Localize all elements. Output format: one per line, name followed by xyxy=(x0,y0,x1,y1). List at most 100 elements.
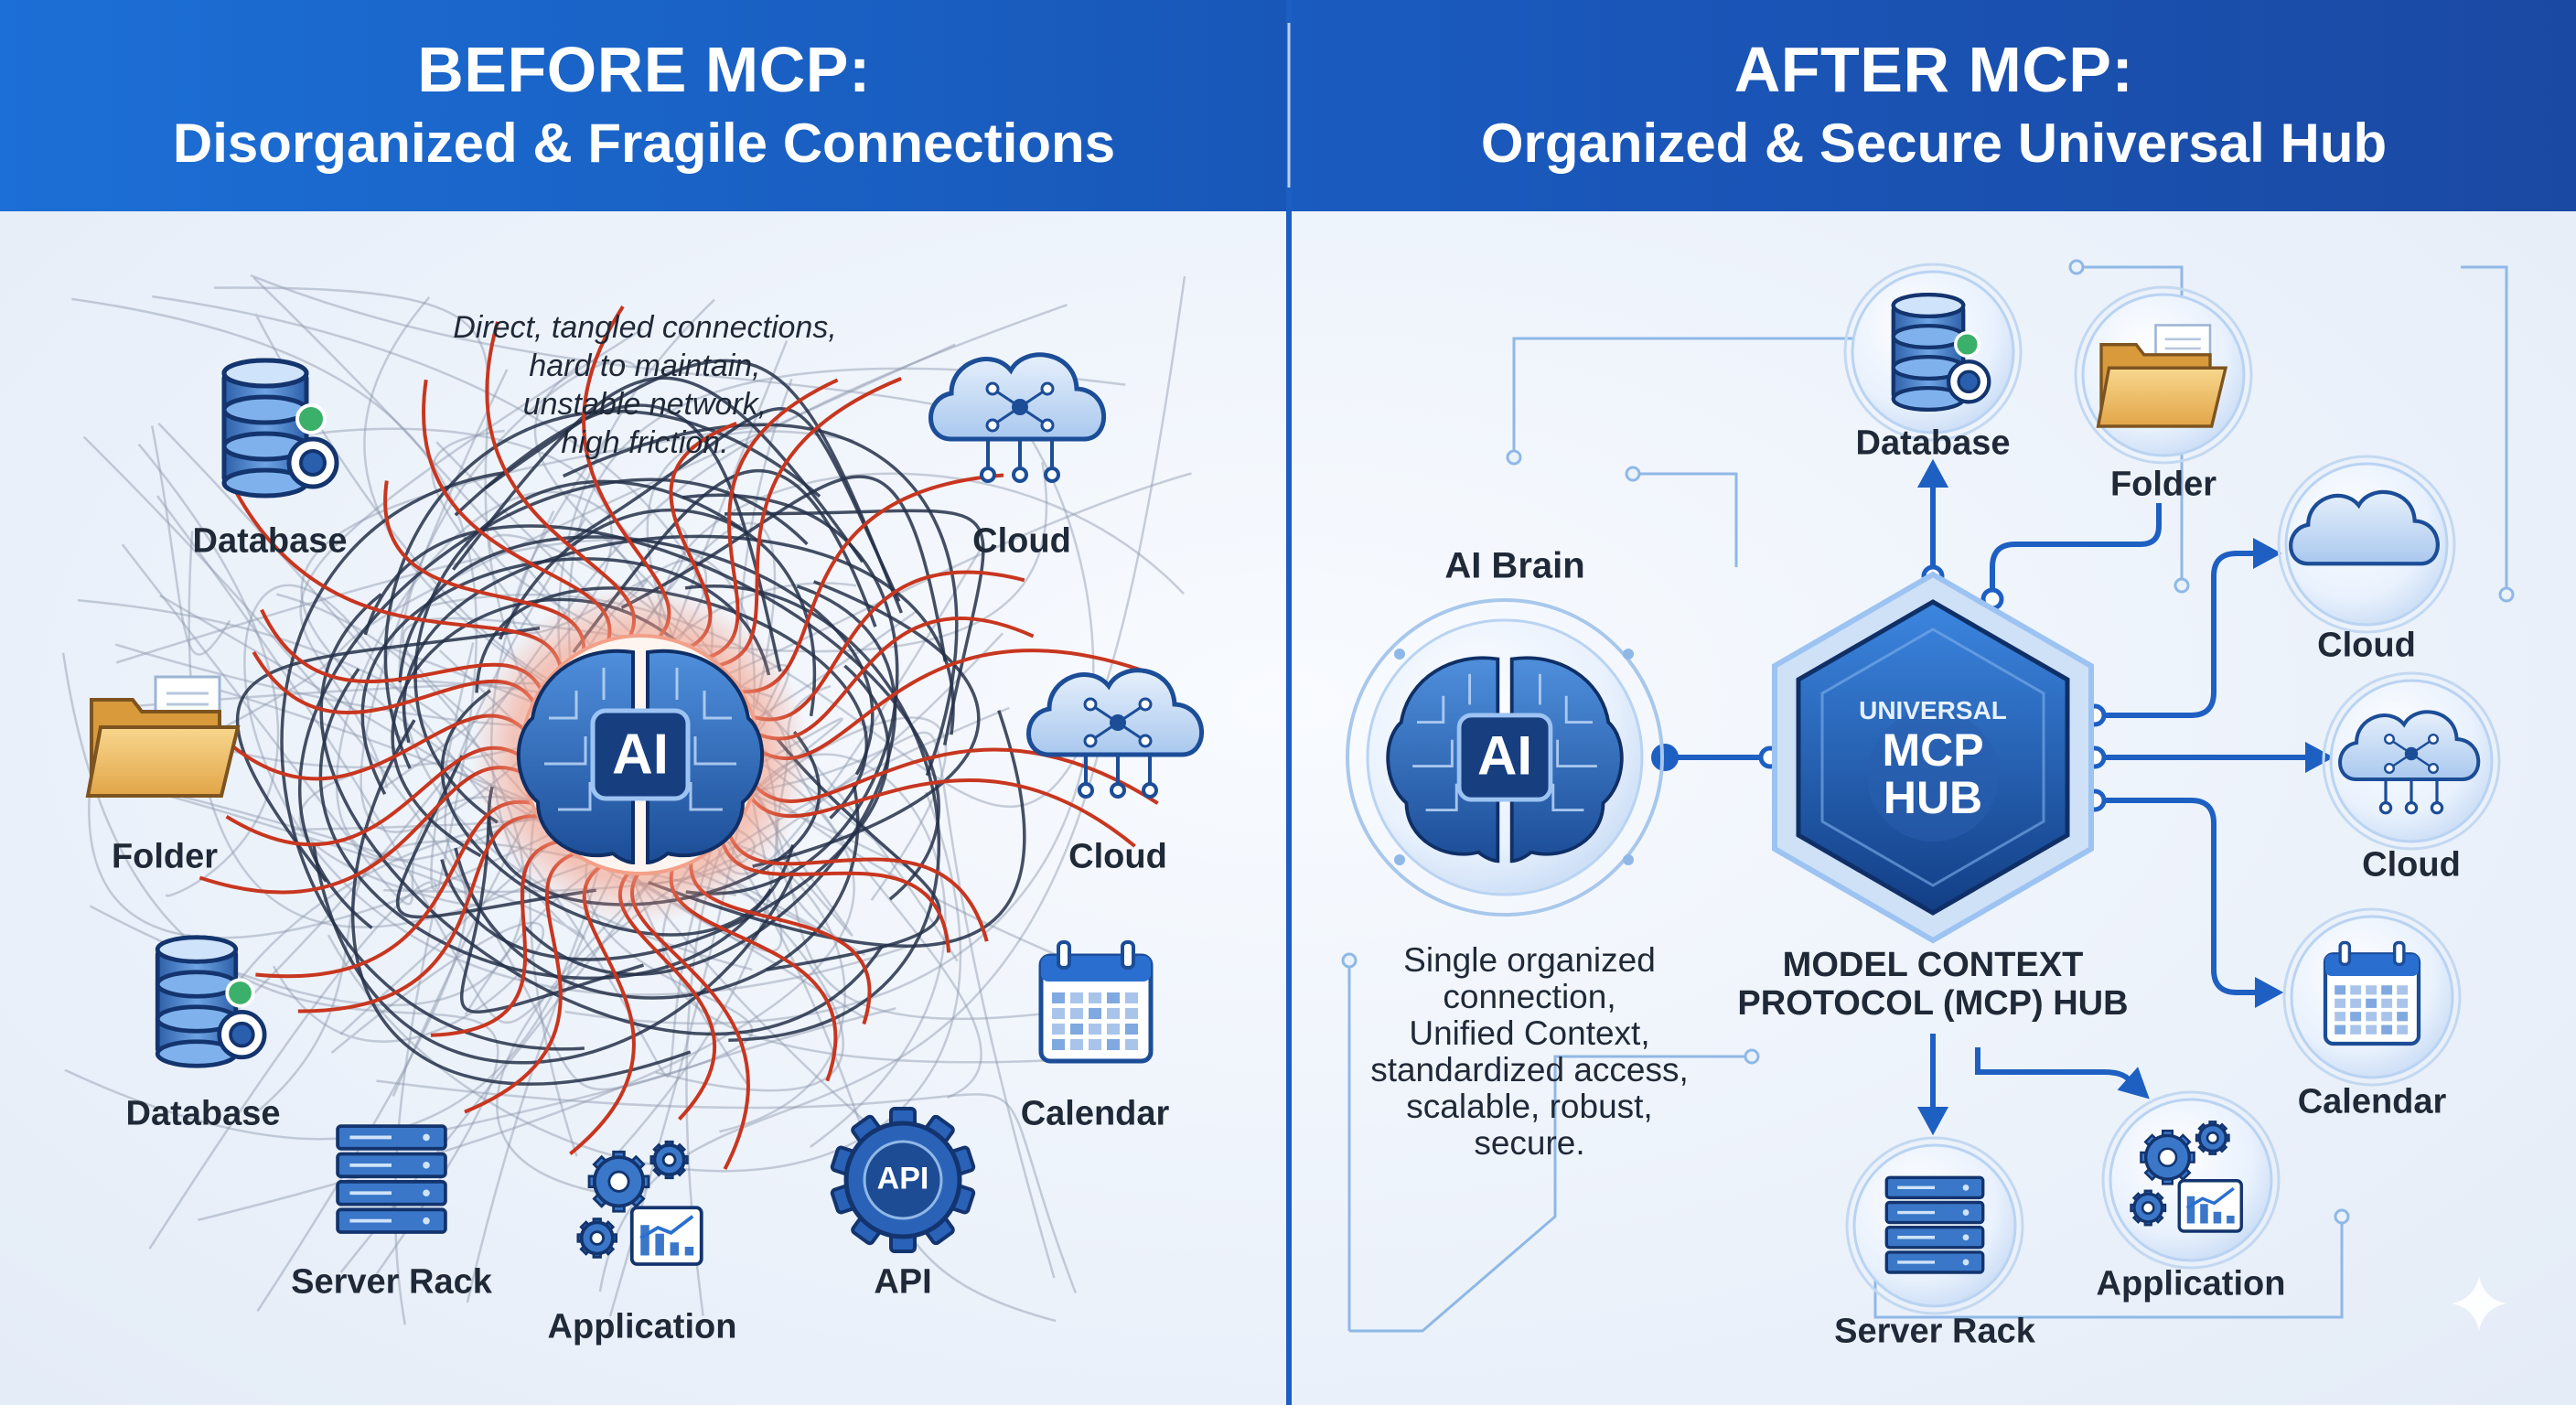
tangle-loop xyxy=(724,509,985,745)
faint-strand xyxy=(165,772,481,906)
right-header: AFTER MCP: Organized & Secure Universal … xyxy=(1292,0,2576,211)
faint-strand xyxy=(376,1079,1078,1294)
right-cloud-top-label: Cloud xyxy=(2317,626,2416,665)
hub-connectors xyxy=(1651,458,2334,1136)
tangle-loop xyxy=(298,477,809,929)
left-api-label: API xyxy=(874,1262,932,1302)
right-header-bar xyxy=(1292,0,2576,211)
faint-strand xyxy=(150,425,231,656)
left-server-rack-label: Server Rack xyxy=(291,1262,492,1302)
right-subtitle: Organized & Secure Universal Hub xyxy=(1480,112,2388,174)
tangle-loop xyxy=(752,580,981,868)
faint-strand xyxy=(148,642,475,1249)
left-cloud-mid-label: Cloud xyxy=(1068,837,1167,876)
tangle-loop xyxy=(454,403,782,672)
mcp-hub-hexagon xyxy=(1772,571,2094,944)
faint-strand xyxy=(205,304,1068,1042)
hub-text: UNIVERSAL MCP HUB xyxy=(1859,696,2007,823)
right-server-rack-icon xyxy=(1884,1175,1985,1274)
ai-brain-icon xyxy=(516,649,765,865)
tangle-loop xyxy=(565,407,901,603)
left-cloud-mid-icon xyxy=(1026,668,1204,799)
right-cloud-mid-bubble-ring xyxy=(2322,671,2501,851)
tangle-loop xyxy=(280,470,585,1051)
tangle-loop xyxy=(383,409,821,769)
circuit-lines xyxy=(1341,259,2515,1333)
tangle-loop xyxy=(351,719,692,1086)
left-api-icon xyxy=(830,1107,976,1253)
left-folder-label: Folder xyxy=(111,837,219,876)
tangle-loop xyxy=(319,593,884,1036)
tangle-loop xyxy=(684,585,941,1042)
tangle-loop xyxy=(360,557,771,795)
left-database-top-label: Database xyxy=(192,521,348,561)
tangle-loop xyxy=(460,811,644,1014)
right-ai-core-label: AI xyxy=(1477,724,1532,787)
right-server-rack-label: Server Rack xyxy=(1834,1312,2035,1351)
right-folder-label: Folder xyxy=(2109,465,2217,504)
hub-caption: MODEL CONTEXT PROTOCOL (MCP) HUB xyxy=(1737,946,2129,1023)
left-database-bottom-label: Database xyxy=(125,1094,281,1133)
right-calendar-bubble-ring xyxy=(2282,907,2462,1087)
tangle-loop xyxy=(312,843,794,1065)
right-cloud-top-icon xyxy=(2289,489,2440,566)
ai-brain-title: AI Brain xyxy=(1444,545,1585,586)
right-ai-brain-icon xyxy=(1386,656,1624,863)
tangle-loop xyxy=(498,509,817,717)
tangle-loop xyxy=(398,535,875,776)
left-database-bottom-icon xyxy=(155,935,267,1068)
tangle-loop xyxy=(413,479,744,824)
right-folder-bubble-ring xyxy=(2074,285,2253,465)
left-server-rack-icon xyxy=(336,1124,447,1234)
tangle-loop xyxy=(235,626,541,883)
left-subtitle: Disorganized & Fragile Connections xyxy=(172,112,1116,174)
tangle-loop xyxy=(440,664,890,961)
right-description: Single organized connection, Unified Con… xyxy=(1370,941,1689,1162)
center-divider xyxy=(1286,0,1292,1405)
tangle-loop xyxy=(318,668,773,981)
right-cloud-top-bubble-ring xyxy=(2277,455,2456,634)
left-description: Direct, tangled connections, hard to mai… xyxy=(453,310,837,460)
right-cloud-mid-label: Cloud xyxy=(2362,845,2461,885)
tangle-loop xyxy=(484,359,903,614)
faint-strand xyxy=(82,435,896,1091)
left-calendar-label: Calendar xyxy=(1020,1094,1170,1133)
left-application-label: Application xyxy=(547,1307,737,1346)
faint-strand xyxy=(252,276,1057,1323)
right-database-label: Database xyxy=(1855,424,2011,463)
faint-strand xyxy=(272,921,545,1054)
right-database-bubble-ring xyxy=(1843,263,2023,442)
right-folder-icon xyxy=(2096,324,2228,428)
left-cloud-top-icon xyxy=(928,352,1106,483)
left-title: BEFORE MCP: xyxy=(417,33,871,105)
right-calendar-icon xyxy=(2323,940,2421,1046)
right-database-icon xyxy=(1891,292,1991,413)
sparkle-icon xyxy=(2452,1276,2506,1331)
right-application-label: Application xyxy=(2096,1264,2286,1303)
right-calendar-label: Calendar xyxy=(2297,1082,2447,1121)
tangle-loop xyxy=(766,737,941,971)
tangle-loop xyxy=(402,534,955,744)
left-header: BEFORE MCP: Disorganized & Fragile Conne… xyxy=(0,0,1288,211)
left-calendar-icon xyxy=(1038,940,1154,1064)
right-application-bubble-ring xyxy=(2101,1090,2281,1270)
left-application-icon xyxy=(576,1140,703,1266)
left-folder-icon xyxy=(85,675,241,798)
left-cloud-top-label: Cloud xyxy=(972,521,1071,561)
right-cloud-mid-icon xyxy=(2338,710,2481,815)
right-title: AFTER MCP: xyxy=(1733,33,2134,105)
faint-strand xyxy=(137,443,280,897)
faint-strand xyxy=(250,273,996,420)
left-database-top-icon xyxy=(221,358,339,499)
left-header-bar xyxy=(0,0,1288,211)
faint-strand xyxy=(71,297,478,1325)
tangle-loop xyxy=(395,755,597,919)
right-server-rack-bubble-ring xyxy=(1845,1136,2024,1315)
faint-strand xyxy=(201,683,841,942)
tangle-loop xyxy=(363,524,940,901)
left-ai-core-label: AI xyxy=(612,723,669,787)
api-icon-text: API xyxy=(876,1161,929,1196)
right-application-icon xyxy=(2130,1121,2243,1233)
